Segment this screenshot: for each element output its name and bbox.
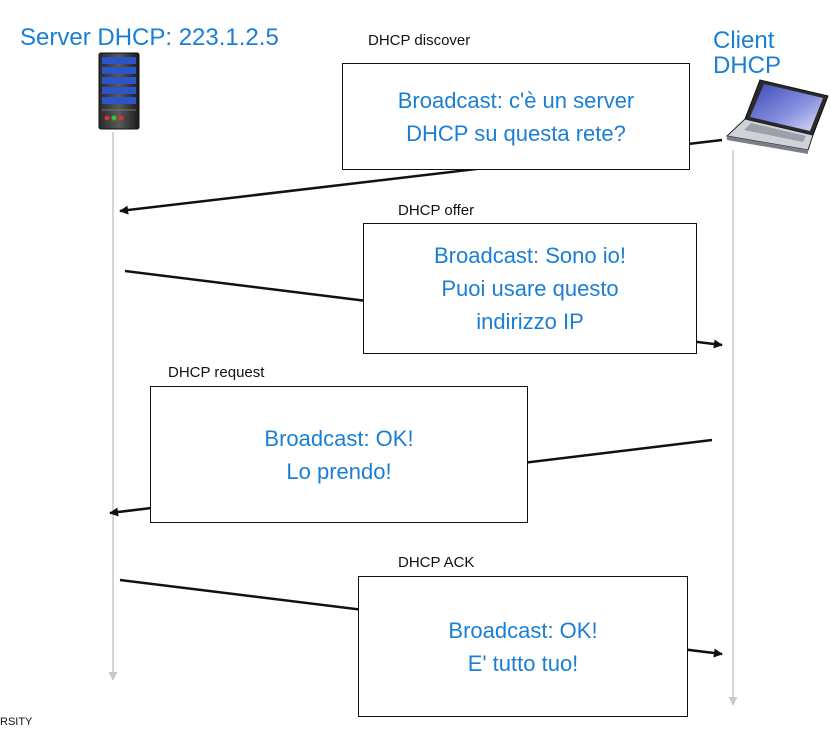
discover-line-1: Broadcast: c'è un server bbox=[397, 87, 635, 113]
ack-line-2: E' tutto tuo! bbox=[467, 650, 579, 676]
client-title-line1: Client bbox=[713, 27, 775, 54]
laptop-icon bbox=[725, 79, 829, 154]
offer-line-2: Puoi usare questo bbox=[441, 276, 619, 301]
discover-line-2: DHCP su questa rete? bbox=[406, 120, 626, 146]
ack-label: DHCP ACK bbox=[398, 554, 475, 571]
request-line-1: Broadcast: OK! bbox=[264, 425, 414, 451]
offer-line-1: Broadcast: Sono io! bbox=[433, 243, 626, 268]
offer-box: Broadcast: Sono io! Puoi usare questo in… bbox=[363, 223, 697, 354]
discover-box: Broadcast: c'è un server DHCP su questa … bbox=[342, 63, 690, 170]
server-title: Server DHCP: 223.1.2.5 bbox=[20, 24, 279, 51]
server-tower-icon bbox=[98, 52, 140, 130]
footer-text: RSITY bbox=[0, 716, 33, 728]
ack-box: Broadcast: OK! E' tutto tuo! bbox=[358, 576, 688, 717]
request-label: DHCP request bbox=[168, 364, 265, 381]
client-title-line2: DHCP bbox=[713, 52, 782, 79]
request-box: Broadcast: OK! Lo prendo! bbox=[150, 386, 528, 523]
ack-line-1: Broadcast: OK! bbox=[448, 617, 598, 643]
offer-label: DHCP offer bbox=[398, 202, 475, 219]
discover-label: DHCP discover bbox=[368, 32, 471, 49]
request-line-2: Lo prendo! bbox=[286, 458, 392, 484]
offer-line-3: indirizzo IP bbox=[476, 309, 584, 334]
